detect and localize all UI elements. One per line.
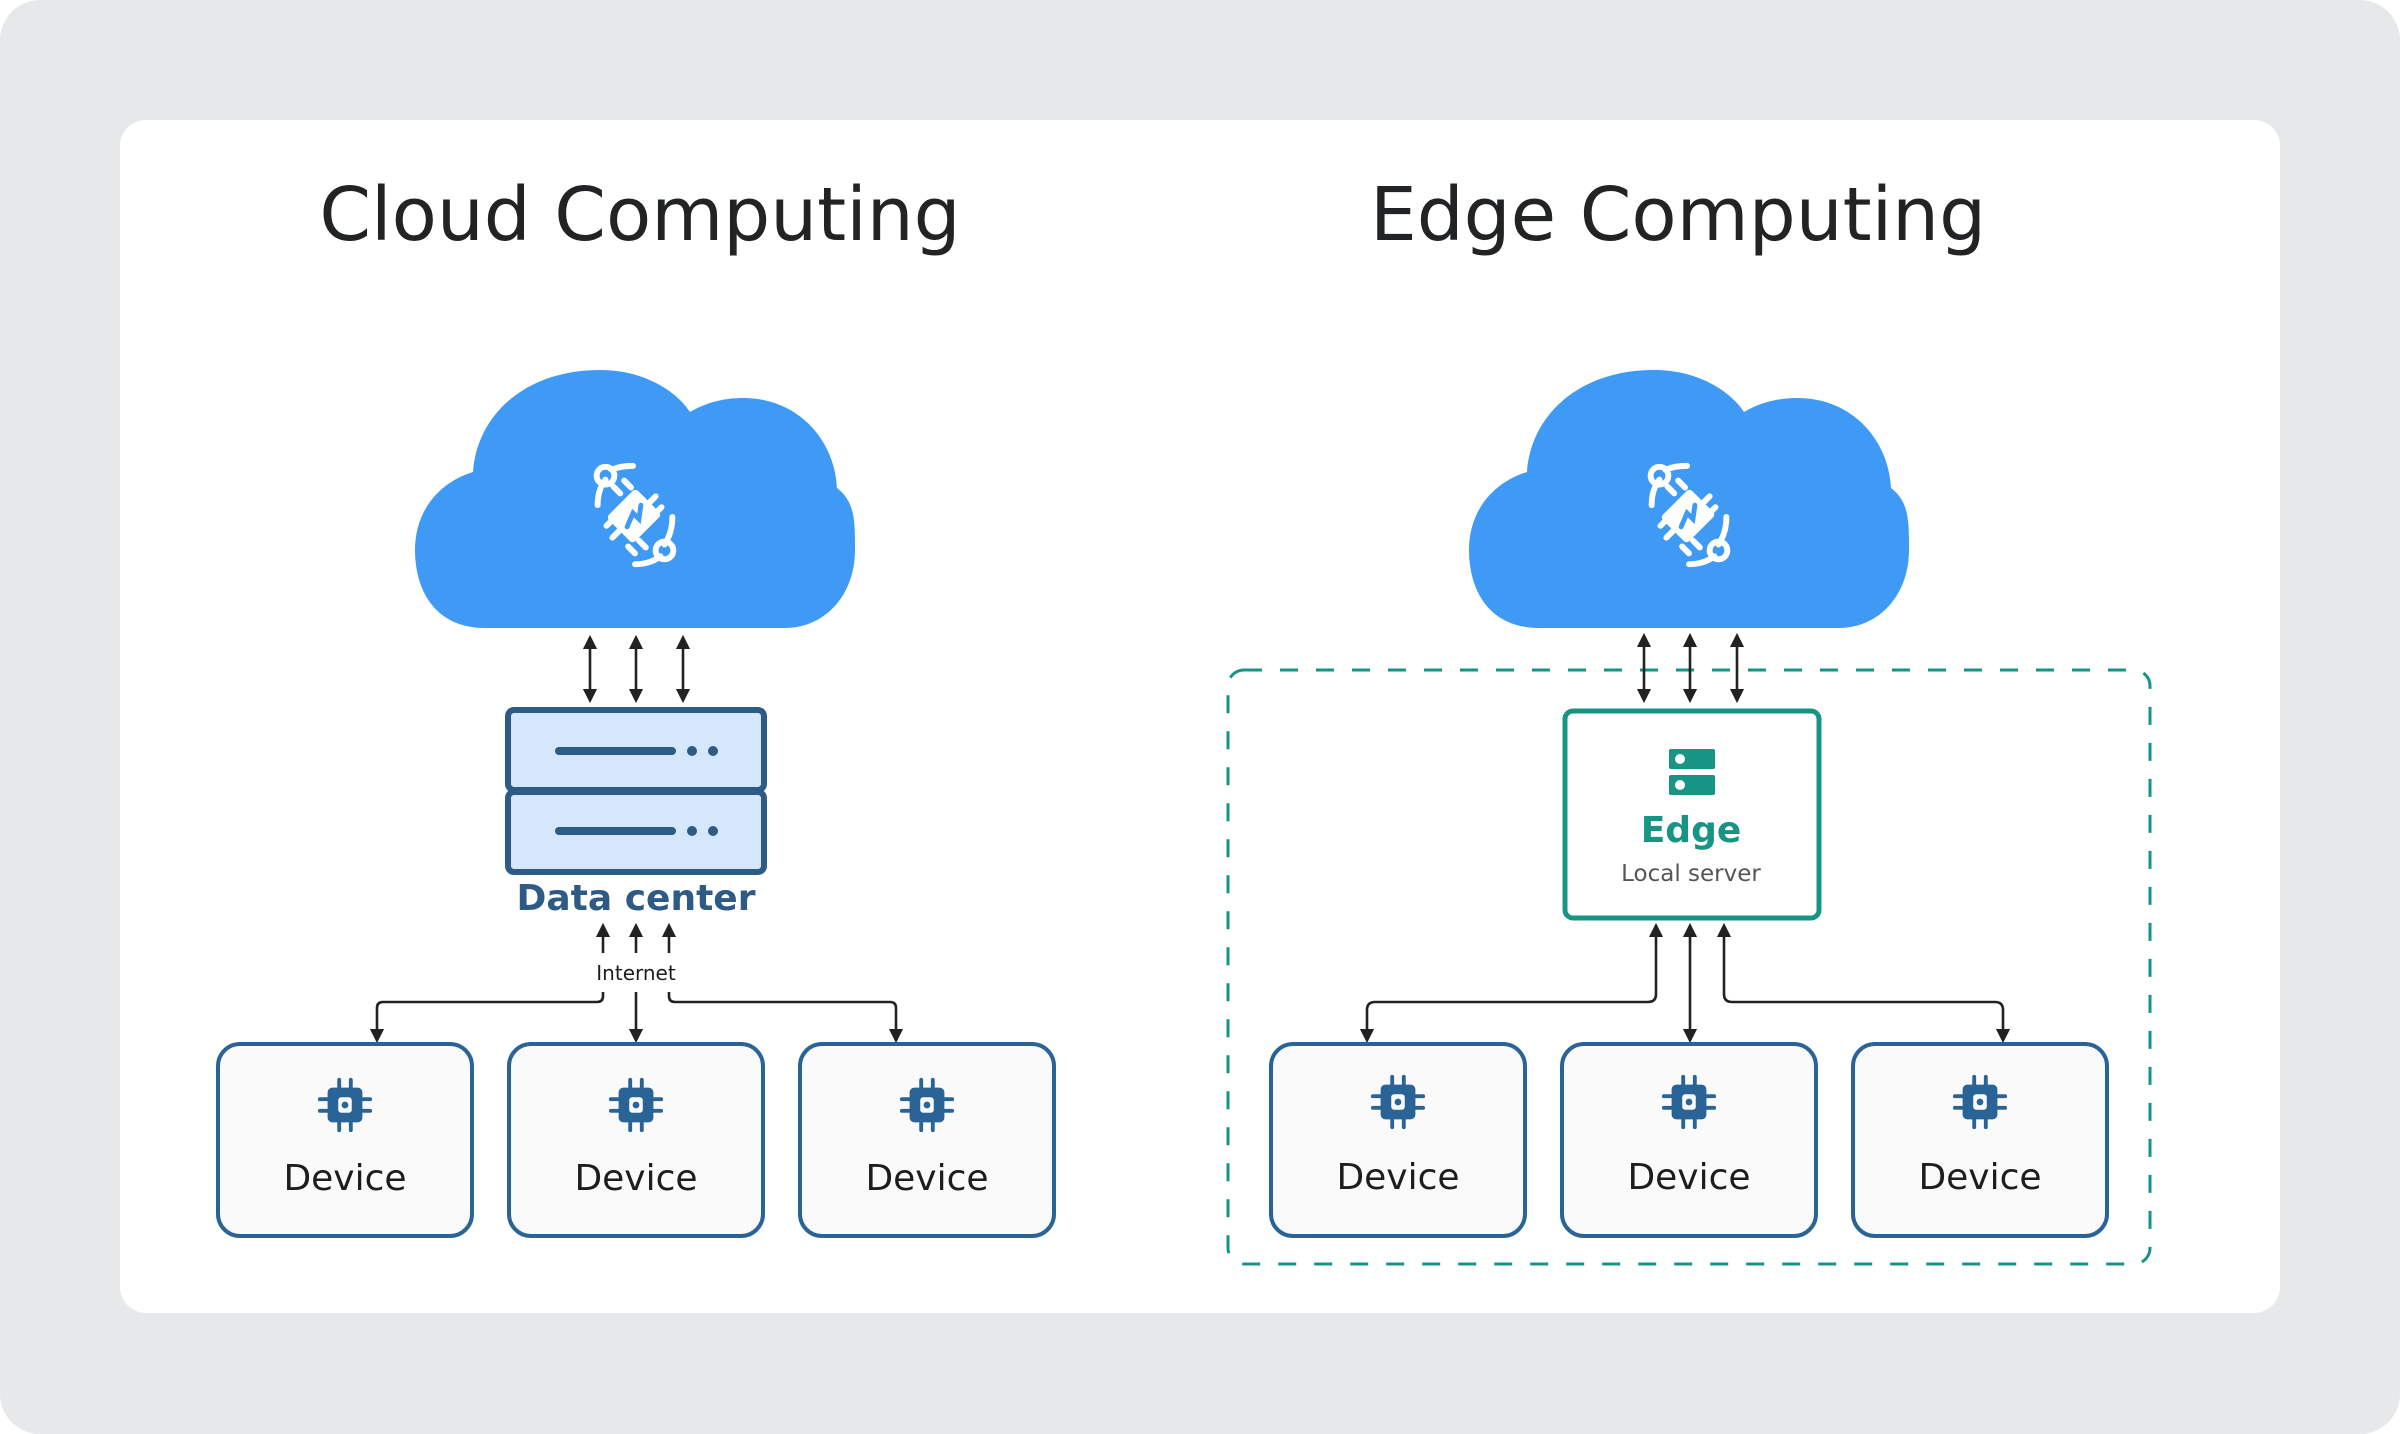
internet-label: Internet bbox=[596, 961, 676, 985]
edge-device-2: Device bbox=[1560, 1042, 1818, 1238]
data-center-label: Data center bbox=[517, 878, 756, 919]
cloud-edge-arrows bbox=[1636, 632, 1745, 704]
server-rack-icon bbox=[505, 707, 767, 875]
cloud-datacenter-arrows bbox=[582, 634, 691, 704]
arrow-to-device-3 bbox=[667, 992, 904, 1044]
device-label: Device bbox=[574, 1158, 697, 1199]
device-label: Device bbox=[283, 1158, 406, 1199]
edge-local-server: Edge Local server bbox=[1562, 708, 1822, 921]
cloud-computing-section: Cloud Computing Data center bbox=[216, 172, 1056, 1238]
cloud-device-2: Device bbox=[507, 1042, 765, 1238]
cloud-computing-title: Cloud Computing bbox=[319, 172, 960, 258]
arrow-to-device-3 bbox=[1716, 922, 2011, 1044]
edge-label: Edge bbox=[1641, 810, 1742, 851]
arrow-to-device-1 bbox=[369, 992, 605, 1044]
edge-device-1: Device bbox=[1269, 1042, 1527, 1238]
edge-device-3: Device bbox=[1851, 1042, 2109, 1238]
cloud-device-1: Device bbox=[216, 1042, 474, 1238]
cloud-device-3: Device bbox=[798, 1042, 1056, 1238]
server-icon bbox=[1669, 749, 1715, 795]
cloud-left bbox=[415, 370, 855, 628]
device-label: Device bbox=[1918, 1157, 2041, 1198]
device-label: Device bbox=[1336, 1157, 1459, 1198]
internet-device-arrows bbox=[369, 992, 904, 1044]
device-label: Device bbox=[865, 1158, 988, 1199]
cloud-right bbox=[1469, 370, 1909, 628]
internet-up-arrows bbox=[595, 922, 677, 953]
arrow-to-device-1 bbox=[1359, 922, 1664, 1044]
edge-computing-section: Edge Computing Edge Local server bbox=[1226, 172, 2152, 1266]
local-server-label: Local server bbox=[1621, 861, 1761, 887]
data-center: Data center bbox=[505, 707, 767, 919]
edge-device-arrows bbox=[1359, 922, 2011, 1044]
device-label: Device bbox=[1627, 1157, 1750, 1198]
edge-computing-title: Edge Computing bbox=[1370, 172, 1986, 258]
